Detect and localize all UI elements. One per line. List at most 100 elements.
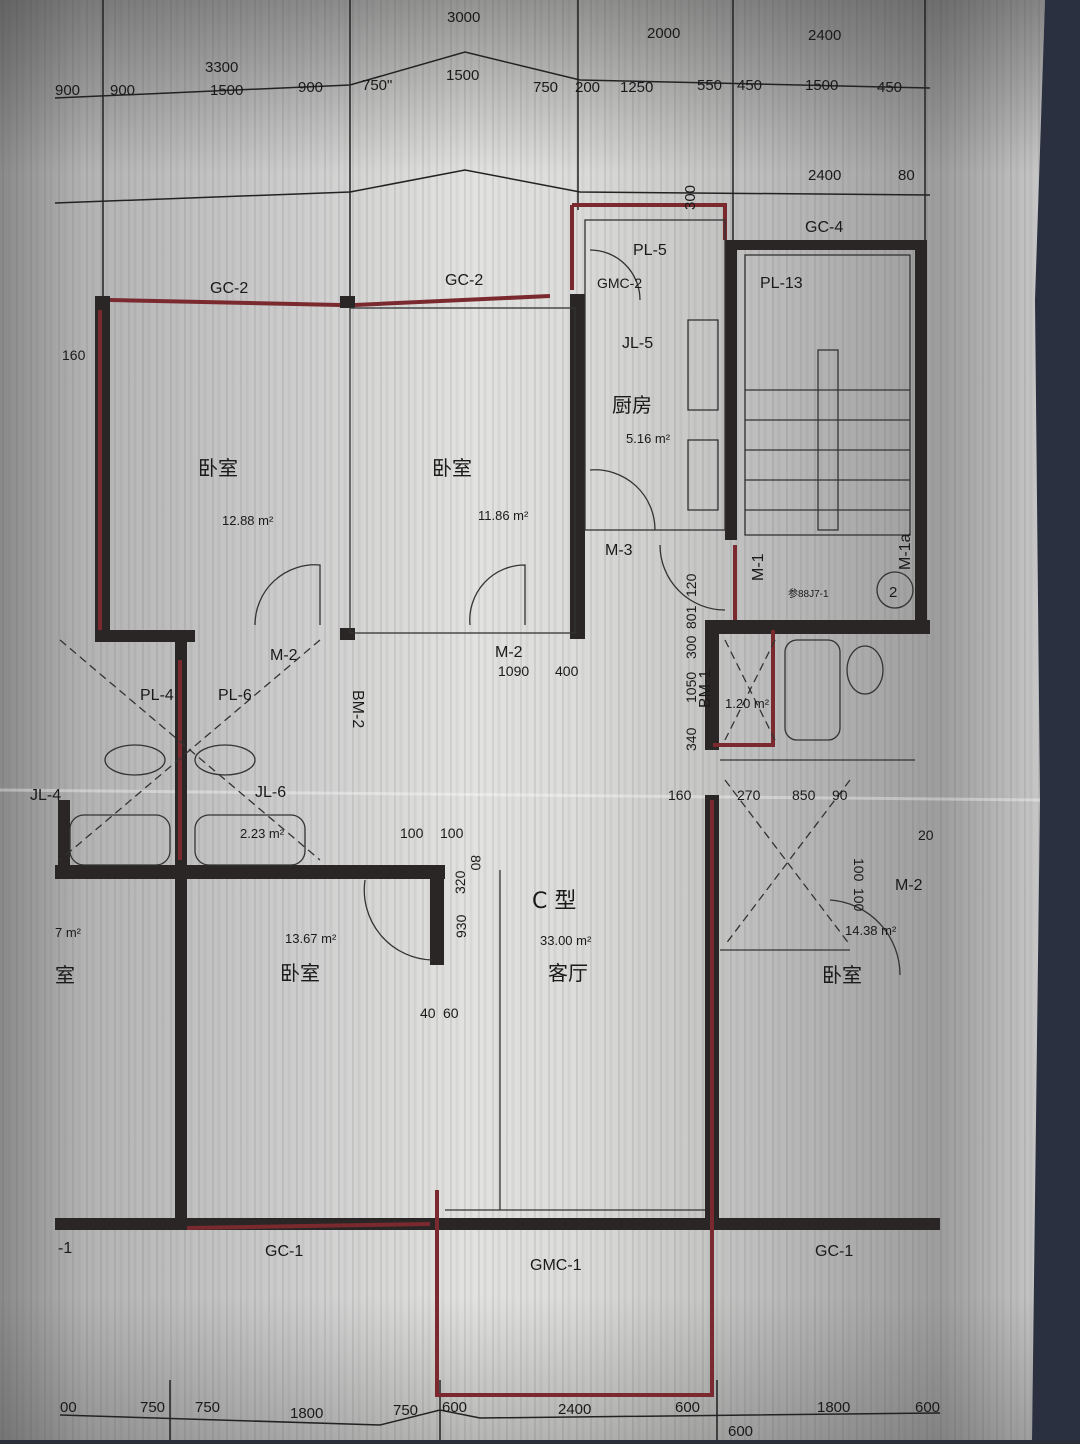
room-name: 卧室 [432, 456, 472, 480]
code-label: PL-5 [633, 242, 667, 259]
top-dimensions-inner: 900 900 1500 900 750" 1500 750 200 1250 … [55, 67, 902, 99]
dim-label: 3000 [447, 9, 480, 26]
dim-label: 450 [877, 79, 902, 96]
dim-label: 90 [832, 787, 848, 803]
code-label: PL-13 [760, 275, 803, 292]
dim-label: 120 [683, 573, 699, 597]
unit-type-title: C 型 [532, 889, 576, 914]
dim-label: 900 [110, 82, 135, 99]
room-area: 11.86 m² [478, 508, 529, 523]
dim-label: 1800 [290, 1405, 323, 1422]
code-label: M-2 [895, 877, 923, 894]
room-name: 厨房 [612, 393, 652, 417]
dim-label: 801 [683, 605, 699, 629]
top-dimensions-outer: 3300 3000 2000 2400 [205, 9, 841, 76]
room-labels: 卧室 12.88 m² 卧室 11.86 m² 厨房 5.16 m² 卧室 13… [55, 393, 897, 987]
dim-label: 40 [420, 1005, 436, 1021]
dim-label: 600 [728, 1423, 753, 1440]
room-name: 卧室 [280, 961, 320, 985]
detail-note: 参88J7-1 [788, 587, 829, 600]
dim-label: 600 [442, 1399, 467, 1416]
dim-label: 2000 [647, 25, 680, 42]
dim-label: 00 [60, 1399, 77, 1416]
dim-label: 300 [683, 635, 699, 659]
code-label: BM-2 [349, 690, 366, 728]
dim-label: 320 [452, 870, 468, 894]
code-label: M-2 [495, 644, 523, 661]
dim-label: 60 [443, 1005, 459, 1021]
dim-label: 20 [918, 827, 934, 843]
dim-label: 270 [737, 787, 761, 803]
code-label: M-3 [605, 542, 633, 559]
code-label: M-1 [750, 553, 767, 581]
dim-label: 750 [393, 1402, 418, 1419]
code-label: -1 [58, 1240, 72, 1257]
room-area: 12.88 m² [222, 513, 274, 528]
dim-label: 600 [915, 1399, 940, 1416]
dim-label: 160 [62, 347, 86, 363]
dim-label: 2400 [808, 27, 841, 44]
dim-label: 400 [555, 663, 579, 679]
code-label: GMC-2 [597, 275, 642, 291]
detail-number: 2 [889, 584, 897, 601]
code-label: PL-6 [218, 687, 252, 704]
dim-label: 80 [898, 167, 915, 184]
room-area: 7 m² [55, 925, 82, 940]
bottom-dimensions: 00 750 750 1800 750 600 2400 600 1800 60… [60, 1399, 940, 1440]
stair-dimensions: 2400 80 300 [682, 167, 915, 210]
dim-label: 1250 [620, 79, 653, 96]
dim-label: 1500 [805, 77, 838, 94]
dim-label: 450 [737, 77, 762, 94]
code-label: GC-1 [815, 1243, 853, 1260]
room-area: 14.38 m² [845, 923, 897, 938]
code-label: BM-1 [697, 670, 714, 708]
code-label: JL-5 [622, 335, 653, 352]
code-label: JL-6 [255, 784, 286, 801]
dim-label: 1800 [817, 1399, 850, 1416]
dim-label: 1500 [446, 67, 479, 84]
dim-label: 930 [453, 914, 469, 938]
room-name: 卧室 [822, 963, 862, 987]
code-label: M-2 [270, 647, 298, 664]
dim-label: 80 [468, 855, 484, 871]
code-label: M-1a [897, 533, 914, 570]
dim-label: 750" [362, 77, 392, 94]
dim-label: 100 [851, 858, 867, 882]
component-codes: GC-2 GC-2 GC-4 PL-5 GMC-2 PL-13 JL-5 M-3… [30, 219, 923, 1274]
room-area: 33.00 m² [540, 933, 592, 948]
interior-lines [59, 219, 915, 1211]
dim-label: 600 [675, 1399, 700, 1416]
room-name: 室 [55, 963, 75, 987]
dim-label: 1050 [683, 672, 699, 703]
code-label: GC-2 [210, 280, 248, 297]
room-area: 13.67 m² [285, 931, 337, 946]
dim-label: 750 [533, 79, 558, 96]
code-label: PL-4 [140, 687, 174, 704]
dim-label: 900 [298, 79, 323, 96]
dim-label: 3300 [205, 59, 238, 76]
dim-label: 2400 [558, 1401, 591, 1418]
dim-label: 100 [440, 825, 464, 841]
code-label: GC-2 [445, 272, 483, 289]
room-name: 客厅 [548, 961, 588, 985]
dim-label: 200 [575, 79, 600, 96]
bath-area: 2.23 m² [240, 826, 285, 841]
misc-dimensions: 160 1090 400 120 801 300 1050 340 160 27… [62, 347, 934, 1021]
bath-area: 1.20 m² [725, 696, 770, 711]
dimension-lines [54, 0, 941, 1440]
code-label: GC-1 [265, 1243, 303, 1260]
dim-label: 550 [697, 77, 722, 94]
dim-label: 340 [683, 727, 699, 751]
dim-label: 160 [668, 787, 692, 803]
code-label: GMC-1 [530, 1257, 582, 1274]
dim-label: 2400 [808, 167, 841, 184]
code-label: JL-4 [30, 787, 61, 804]
code-label: GC-4 [805, 219, 843, 236]
room-name: 卧室 [198, 456, 238, 480]
dim-label: 750 [140, 1399, 165, 1416]
dim-label: 900 [55, 82, 80, 99]
dim-label: 750 [195, 1399, 220, 1416]
room-area: 5.16 m² [626, 431, 671, 446]
dim-label: 100 [851, 888, 867, 912]
